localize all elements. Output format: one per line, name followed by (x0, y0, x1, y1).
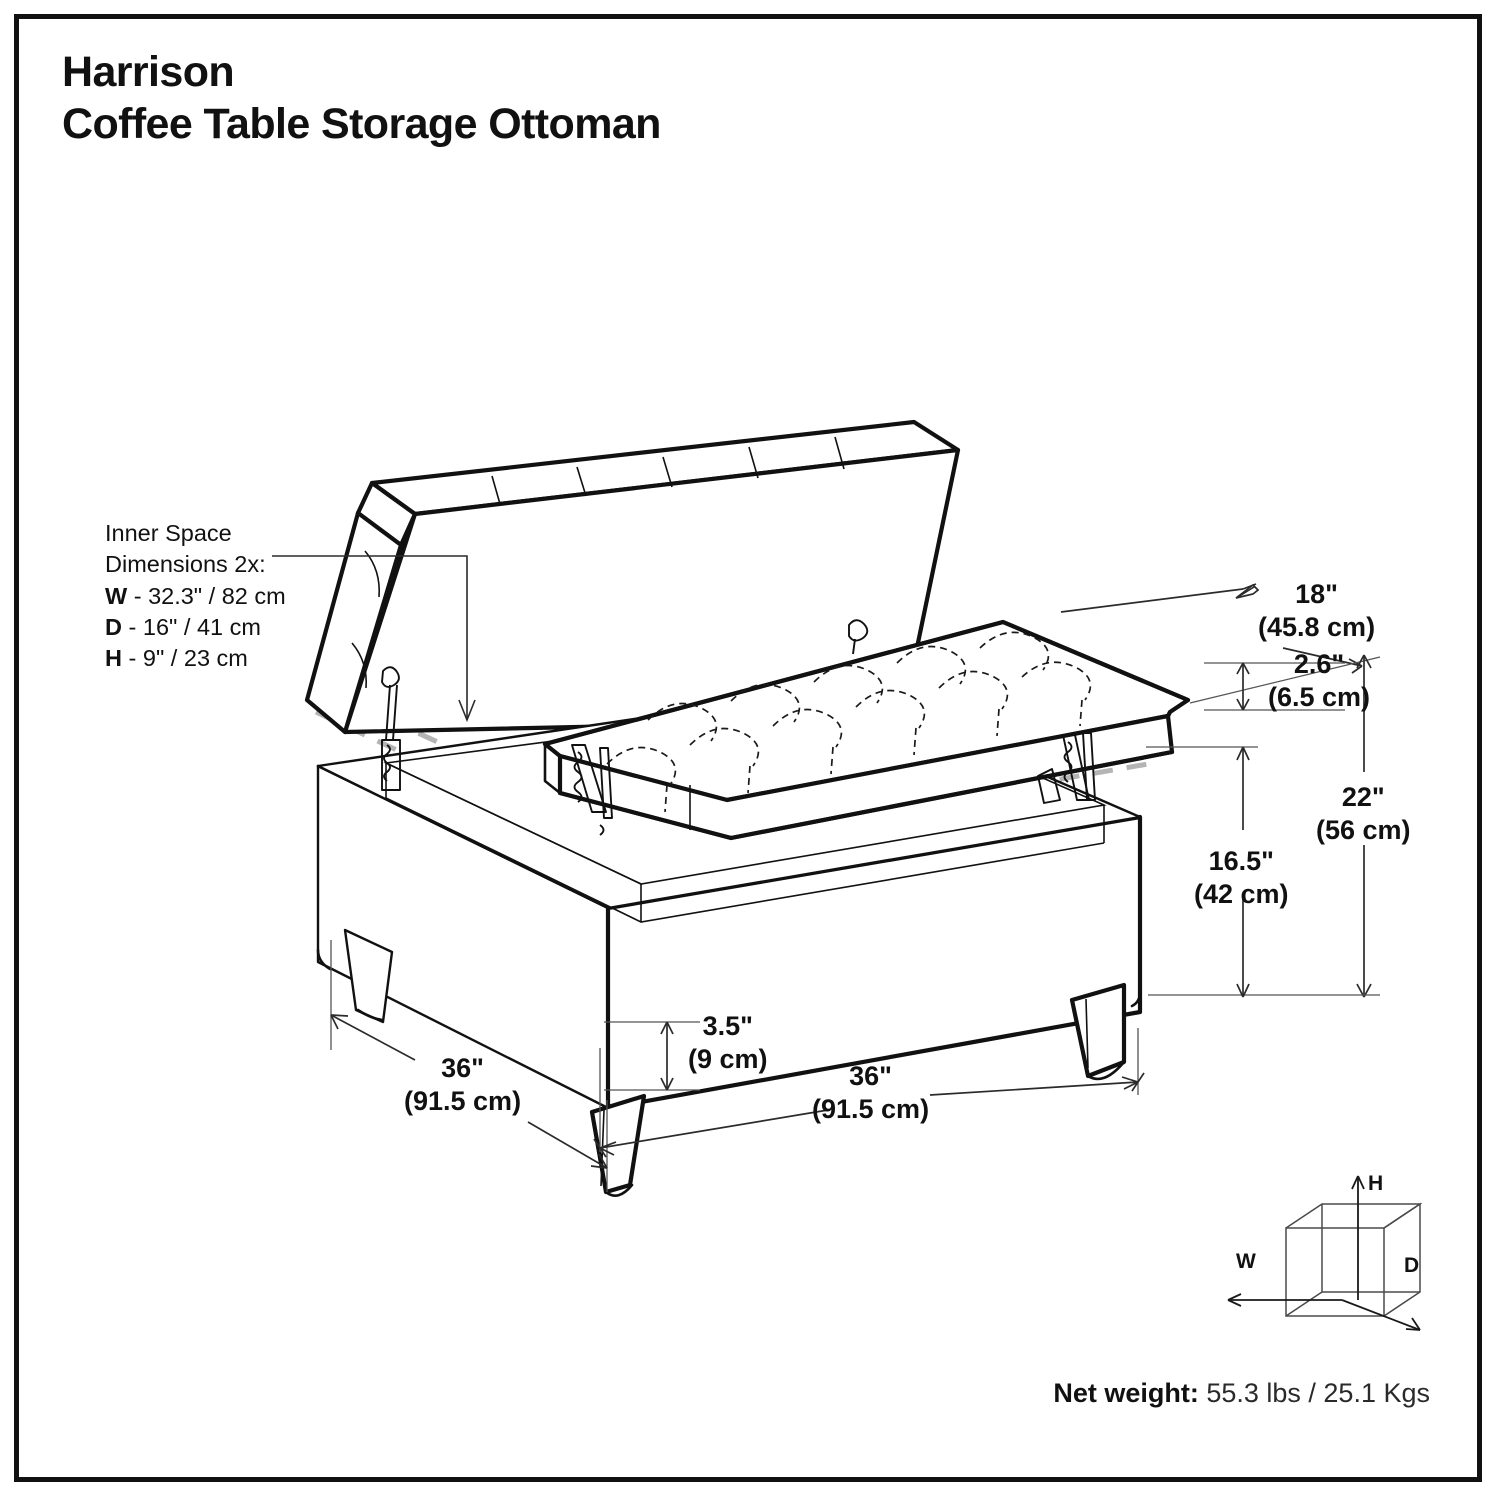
dimension-label-depth: 36" (91.5 cm) (404, 1052, 521, 1118)
cube-icon (1227, 1175, 1423, 1331)
seat-height-metric: (42 cm) (1194, 878, 1289, 909)
dimension-width (593, 1028, 1145, 1158)
brand-title: Harrison (62, 48, 235, 96)
dimension-label-width: 36" (91.5 cm) (812, 1060, 929, 1126)
ottoman-lid (304, 419, 961, 735)
dimension-overall-height (1148, 654, 1380, 998)
axis-label-depth: D (1404, 1254, 1420, 1277)
lid-catch-hook (848, 619, 869, 655)
net-weight: Net weight: 55.3 lbs / 25.1 Kgs (1053, 1378, 1430, 1409)
inner-space-width-key: W (105, 582, 128, 609)
overall-height-imperial: 22" (1341, 782, 1385, 812)
dimension-seat-height (1146, 746, 1258, 998)
lid-depth-metric: (45.8 cm) (1258, 611, 1376, 642)
hinge-mechanism-left (381, 666, 401, 791)
hinge-mechanism-right (1037, 732, 1096, 804)
dimension-label-overall-height: 22" (56 cm) (1316, 781, 1411, 847)
inner-space-height-key: H (105, 645, 122, 671)
inner-space-callout: Inner Space Dimensions 2x: W - 32.3" / 8… (105, 518, 405, 674)
lid-depth-imperial: 18" (1295, 579, 1338, 609)
dimension-depth (330, 940, 608, 1192)
net-weight-value: 55.3 lbs / 25.1 Kgs (1206, 1378, 1430, 1408)
dimension-label-seat-height: 16.5" (42 cm) (1194, 845, 1289, 911)
dimension-label-lid-thickness: 2.6" (6.5 cm) (1268, 648, 1370, 714)
hinge-mechanism-center (571, 744, 613, 836)
inner-space-height: H - 9" / 23 cm (105, 643, 405, 674)
inner-space-width-value: - 32.3" / 82 cm (133, 582, 286, 609)
width-metric: (91.5 cm) (812, 1093, 930, 1124)
inner-space-height-value: - 9" / 23 cm (128, 645, 248, 671)
product-title: Coffee Table Storage Ottoman (62, 100, 661, 149)
depth-metric: (91.5 cm) (404, 1085, 522, 1116)
width-imperial: 36" (849, 1061, 892, 1091)
lid-thickness-metric: (6.5 cm) (1268, 681, 1371, 712)
inner-space-width: W - 32.3" / 82 cm (105, 581, 405, 612)
inner-space-depth: D - 16" / 41 cm (105, 612, 405, 643)
dimension-leg-height (604, 1021, 700, 1091)
axis-label-width: W (1236, 1250, 1256, 1273)
lid-thickness-imperial: 2.6" (1293, 649, 1345, 679)
inner-space-heading-2: Dimensions 2x: (105, 551, 266, 578)
dimension-lid-depth (1060, 583, 1381, 704)
inner-space-depth-key: D (105, 613, 122, 640)
depth-imperial: 36" (441, 1053, 484, 1083)
page-title: Harrison Coffee Table Storage Ottoman (62, 46, 962, 151)
overall-height-metric: (56 cm) (1316, 814, 1411, 845)
seat-cushion (542, 619, 1191, 841)
dimension-lid-thickness (1204, 662, 1345, 711)
dimension-label-lid-depth: 18" (45.8 cm) (1258, 578, 1375, 644)
inner-space-depth-value: - 16" / 41 cm (128, 613, 261, 640)
leg-height-metric: (9 cm) (688, 1043, 768, 1074)
net-weight-label: Net weight: (1053, 1378, 1199, 1408)
axis-label-height: H (1368, 1172, 1384, 1195)
inner-space-heading-1: Inner Space (105, 520, 232, 546)
inner-space-leader (272, 555, 476, 723)
dimension-label-leg-height: 3.5" (9 cm) (688, 1010, 768, 1076)
leg-height-imperial: 3.5" (702, 1011, 753, 1041)
seat-height-imperial: 16.5" (1208, 846, 1274, 876)
